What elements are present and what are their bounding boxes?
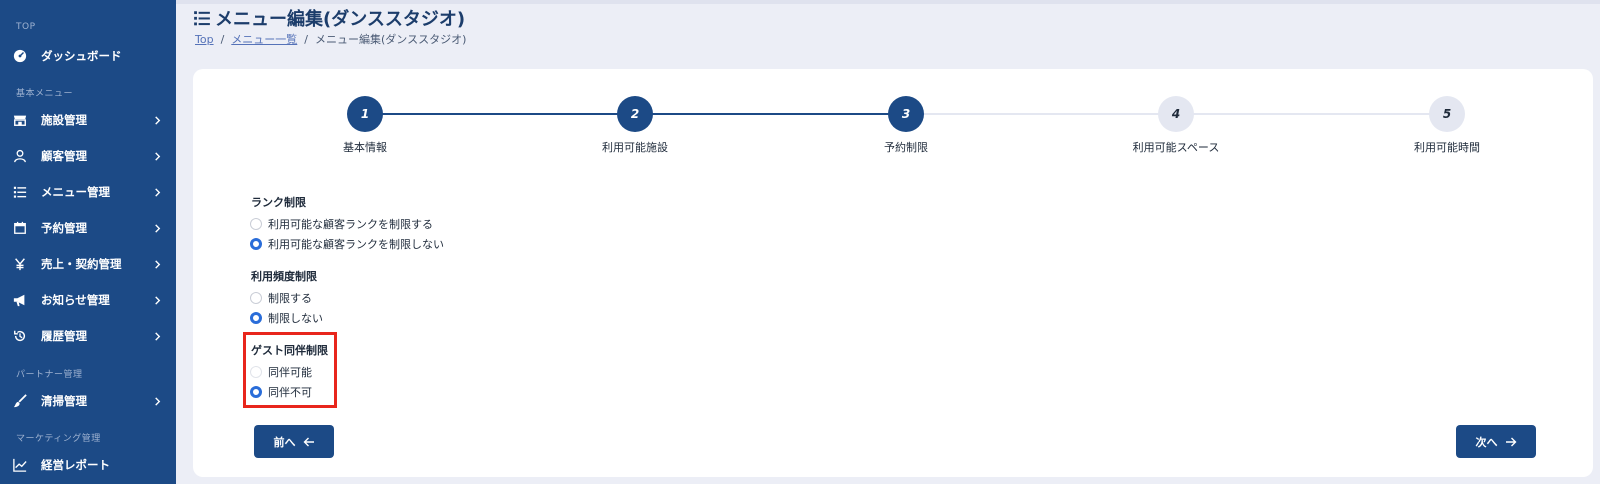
step-2[interactable]: 2 利用可能施設 [565,96,705,155]
sidebar-item-sales[interactable]: 売上・契約管理 [0,250,176,278]
breadcrumb-link-menu-list[interactable]: メニュー一覧 [231,33,298,46]
breadcrumb-separator: / [304,32,308,46]
page-title: メニュー編集(ダンススタジオ) [193,5,465,31]
sidebar: TOP ダッシュボード 基本メニュー 施設管理 顧客管理 メニュー管理 予約管理 [0,0,176,484]
list-icon [193,9,211,27]
chevron-right-icon [150,185,164,199]
step-number: 4 [1158,96,1194,132]
guest-restriction-title: ゲスト同伴制限 [251,344,328,357]
chevron-right-icon [150,113,164,127]
calendar-icon [12,220,28,236]
step-number: 1 [347,96,383,132]
sidebar-item-label: 売上・契約管理 [41,257,122,271]
chart-line-icon [12,457,28,473]
chevron-right-icon [150,329,164,343]
rank-restrict-option[interactable]: 利用可能な顧客ランクを制限する [250,216,433,232]
prev-button[interactable]: 前へ [254,425,334,458]
step-number: 2 [617,96,653,132]
header-bar [176,0,1600,4]
radio-button[interactable] [250,386,262,398]
frequency-restriction-title: 利用頻度制限 [251,270,317,283]
sidebar-item-label: 清掃管理 [41,394,87,408]
sidebar-item-report[interactable]: 経営レポート [0,451,176,479]
sidebar-item-label: 施設管理 [41,113,87,127]
arrow-left-icon [303,437,314,446]
list-icon [12,184,28,200]
arrow-right-icon [1505,437,1516,446]
step-label: 利用可能スペース [1132,141,1220,154]
sidebar-item-label: メニュー管理 [41,185,110,199]
rank-no-restrict-option[interactable]: 利用可能な顧客ランクを制限しない [250,236,444,252]
sidebar-item-menu[interactable]: メニュー管理 [0,178,176,206]
step-1[interactable]: 1 基本情報 [295,96,435,155]
step-number: 5 [1429,96,1465,132]
sidebar-item-label: ダッシュボード [41,49,122,63]
step-label: 利用可能施設 [602,141,668,154]
sidebar-item-label: 予約管理 [41,221,87,235]
frequency-no-restrict-option[interactable]: 制限しない [250,310,323,326]
radio-button[interactable] [250,238,262,250]
brush-icon [12,393,28,409]
sidebar-item-cleaning[interactable]: 清掃管理 [0,387,176,415]
frequency-restrict-option[interactable]: 制限する [250,290,312,306]
sidebar-section-top: TOP [16,22,36,32]
radio-button[interactable] [250,292,262,304]
sidebar-item-customer[interactable]: 顧客管理 [0,142,176,170]
radio-label: 同伴可能 [268,366,312,379]
sidebar-item-history[interactable]: 履歴管理 [0,322,176,350]
radio-label: 同伴不可 [268,386,312,399]
guest-not-allowed-option[interactable]: 同伴不可 [250,384,312,400]
yen-icon [12,256,28,272]
user-icon [12,148,28,164]
sidebar-item-news[interactable]: お知らせ管理 [0,286,176,314]
next-button-label: 次へ [1475,435,1498,449]
next-button[interactable]: 次へ [1456,425,1536,458]
rank-restriction-title: ランク制限 [251,196,306,209]
sidebar-item-label: 顧客管理 [41,149,87,163]
radio-button[interactable] [250,312,262,324]
step-label: 予約制限 [884,141,928,154]
step-label: 利用可能時間 [1414,141,1480,154]
page-title-text: メニュー編集(ダンススタジオ) [215,9,466,30]
highlight-box [243,332,337,408]
dashboard-icon [12,48,28,64]
chevron-right-icon [150,394,164,408]
radio-label: 利用可能な顧客ランクを制限しない [268,238,444,251]
radio-label: 利用可能な顧客ランクを制限する [268,218,433,231]
guest-allowed-option[interactable]: 同伴可能 [250,364,312,380]
sidebar-item-facility[interactable]: 施設管理 [0,106,176,134]
radio-label: 制限しない [268,312,323,325]
sidebar-item-label: 経営レポート [41,458,110,472]
prev-button-label: 前へ [273,435,296,449]
radio-label: 制限する [268,292,312,305]
sidebar-item-dashboard[interactable]: ダッシュボード [0,42,176,70]
megaphone-icon [12,292,28,308]
chevron-right-icon [150,257,164,271]
breadcrumb-current: メニュー編集(ダンススタジオ) [315,33,467,46]
sidebar-section-partner: パートナー管理 [16,370,83,380]
store-icon [12,112,28,128]
history-icon [12,328,28,344]
sidebar-item-reservation[interactable]: 予約管理 [0,214,176,242]
chevron-right-icon [150,293,164,307]
chevron-right-icon [150,221,164,235]
radio-button[interactable] [250,366,262,378]
sidebar-section-basic: 基本メニュー [16,89,74,99]
breadcrumb-separator: / [220,32,225,46]
chevron-right-icon [150,149,164,163]
step-label: 基本情報 [343,141,387,154]
breadcrumb: Top / メニュー一覧 / メニュー編集(ダンススタジオ) [195,31,466,47]
step-4[interactable]: 4 利用可能スペース [1106,96,1246,155]
step-3[interactable]: 3 予約制限 [836,96,976,155]
sidebar-item-label: お知らせ管理 [41,293,110,307]
sidebar-section-marketing: マーケティング管理 [16,434,101,444]
radio-button[interactable] [250,218,262,230]
form-card [193,69,1593,477]
breadcrumb-link-top[interactable]: Top [195,32,214,46]
step-5[interactable]: 5 利用可能時間 [1377,96,1517,155]
step-number: 3 [888,96,924,132]
sidebar-item-label: 履歴管理 [41,329,87,343]
